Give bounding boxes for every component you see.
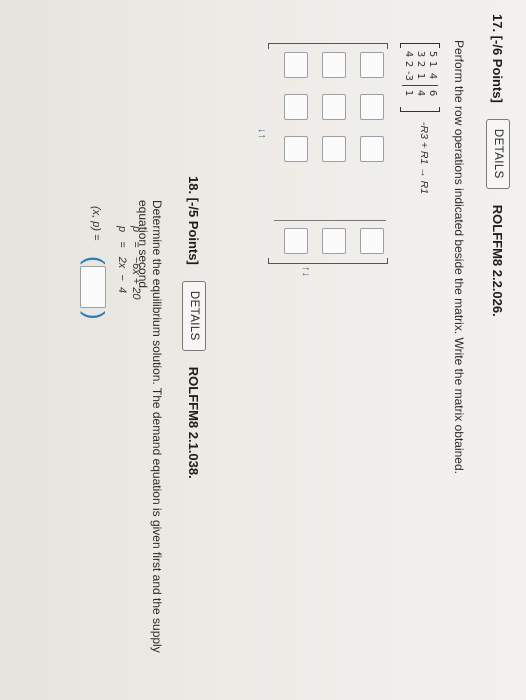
matrix-left-bracket bbox=[400, 43, 440, 48]
eq-sign: = bbox=[116, 241, 128, 248]
row-swap-arrows-bottom[interactable]: ↓↑ bbox=[256, 128, 268, 139]
matrix-cell: 4 bbox=[427, 72, 438, 80]
matrix-cell: 2 bbox=[415, 60, 426, 68]
matrix-right-bracket bbox=[400, 107, 440, 112]
pair-label: (x, p) = bbox=[90, 206, 102, 241]
matrix-cell: 4 bbox=[415, 89, 426, 97]
arrow-up-icon: ↑ bbox=[256, 133, 268, 140]
matrix-answer-input[interactable] bbox=[284, 94, 308, 120]
arrow-down-icon: ↓ bbox=[300, 271, 312, 278]
matrix-answer-input[interactable] bbox=[322, 94, 346, 120]
matrix-answer-input[interactable] bbox=[360, 94, 384, 120]
row-operation: -R3 + R1 → R1 bbox=[418, 122, 430, 195]
augment-bar bbox=[426, 85, 438, 86]
eq-lhs: p bbox=[130, 226, 142, 233]
answer-augment-line bbox=[274, 220, 386, 221]
demand-equation: p = −6x + 20 bbox=[130, 226, 142, 300]
augment-bar bbox=[414, 85, 426, 86]
matrix-row: 4 2 -3 1 bbox=[402, 49, 414, 98]
given-matrix: 5 1 4 6 3 2 1 4 4 2 -3 1 bbox=[402, 49, 438, 98]
matrix-answer-input[interactable] bbox=[360, 136, 384, 162]
matrix-answer-input[interactable] bbox=[322, 228, 346, 254]
matrix-cell: 5 bbox=[427, 50, 438, 58]
matrix-row: 5 1 4 6 bbox=[426, 49, 438, 98]
matrix-cell: 3 bbox=[415, 50, 426, 58]
matrix-answer-input[interactable] bbox=[360, 228, 384, 254]
matrix-answer-input[interactable] bbox=[360, 52, 384, 78]
eq-rhs: −6x + 20 bbox=[130, 256, 142, 300]
augment-bar bbox=[402, 85, 414, 86]
matrix-answer-input[interactable] bbox=[284, 52, 308, 78]
eq-sign: = bbox=[130, 241, 142, 248]
matrix-cell: 1 bbox=[415, 72, 426, 80]
matrix-answer-input[interactable] bbox=[284, 228, 308, 254]
matrix-answer-input[interactable] bbox=[284, 136, 308, 162]
matrix-cell: 2 bbox=[403, 60, 414, 68]
matrix-cell: -3 bbox=[403, 71, 414, 81]
supply-equation: p = 2x − 4 bbox=[116, 226, 128, 293]
matrix-answer-input[interactable] bbox=[322, 52, 346, 78]
open-paren: ( bbox=[80, 256, 110, 265]
matrix-cell: 1 bbox=[427, 60, 438, 68]
eq-rhs: 2x − 4 bbox=[116, 256, 128, 294]
matrix-cell: 4 bbox=[403, 50, 414, 58]
eq-lhs: p bbox=[116, 226, 128, 233]
q17-number: 17. [-/6 Points] bbox=[490, 14, 506, 103]
q17-instruction: Perform the row operations indicated bes… bbox=[452, 40, 466, 474]
q18-number: 18. [-/5 Points] bbox=[186, 176, 202, 265]
q17-details-button[interactable]: DETAILS bbox=[486, 118, 510, 189]
close-paren: ) bbox=[80, 311, 110, 320]
answer-left-bracket bbox=[268, 43, 388, 49]
q18-details-button[interactable]: DETAILS bbox=[182, 280, 206, 351]
q17-header: 17. [-/6 Points] DETAILS ROLFFM8 2.2.026… bbox=[486, 14, 510, 317]
q18-header: 18. [-/5 Points] DETAILS ROLFFM8 2.1.038… bbox=[182, 176, 206, 479]
matrix-cell: 1 bbox=[403, 89, 414, 97]
matrix-row: 3 2 1 4 bbox=[414, 49, 426, 98]
matrix-answer-input[interactable] bbox=[322, 136, 346, 162]
equilibrium-answer-input[interactable] bbox=[80, 266, 106, 308]
row-swap-arrows-right[interactable]: ↑↓ bbox=[300, 266, 312, 277]
answer-right-bracket bbox=[268, 258, 388, 264]
q18-code: ROLFFM8 2.1.038. bbox=[186, 366, 202, 479]
q17-code: ROLFFM8 2.2.026. bbox=[490, 204, 506, 317]
matrix-cell: 6 bbox=[427, 89, 438, 97]
